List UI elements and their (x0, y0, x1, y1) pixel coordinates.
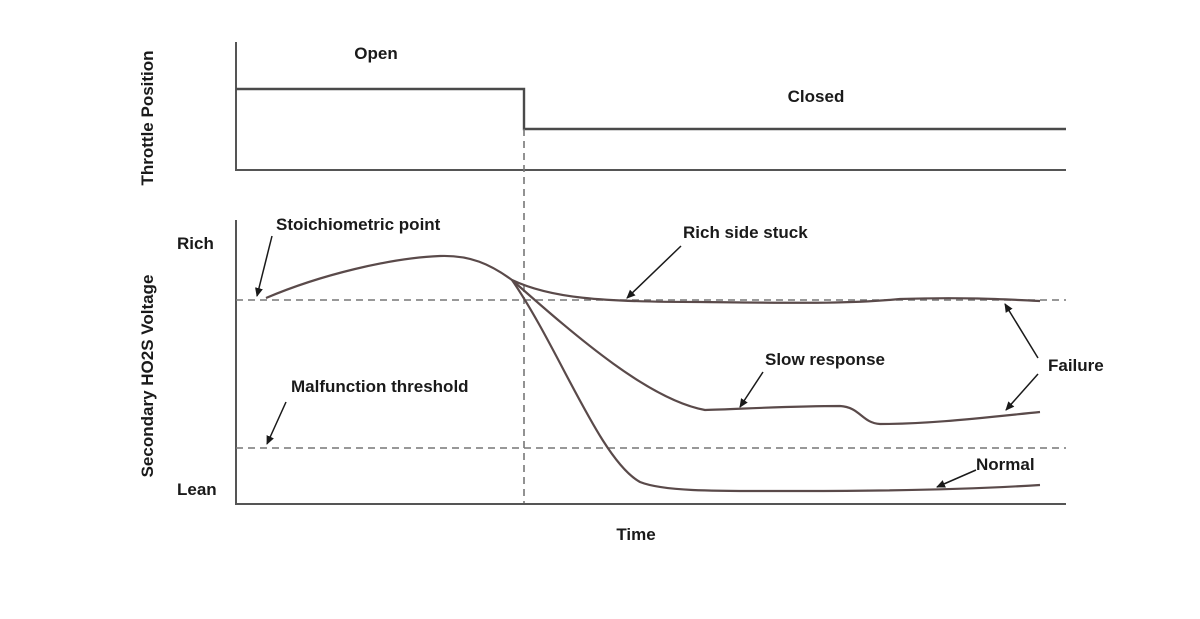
ho2s-axes (235, 220, 1066, 505)
ho2s-initial-curve (265, 254, 513, 300)
failure-arrow-lower (1005, 373, 1039, 411)
throttle-closed-label: Closed (788, 87, 845, 106)
throttle-y-axis-label: Throttle Position (138, 50, 157, 185)
failure-arrow-upper (1004, 303, 1039, 359)
malfunction-threshold-label: Malfunction threshold (291, 377, 469, 396)
rich-side-stuck-label: Rich side stuck (683, 223, 808, 242)
throttle-trace (236, 87, 1066, 131)
slow-response-curve (511, 279, 1041, 426)
ho2s-y-axis-label: Secondary HO2S Voltage (138, 275, 157, 478)
slow-response-arrow (739, 371, 764, 408)
slow-response-label: Slow response (765, 350, 885, 369)
throttle-axes (235, 42, 1066, 171)
normal-curve (511, 279, 1041, 493)
rich-label: Rich (177, 234, 214, 253)
lean-label: Lean (177, 480, 217, 499)
normal-arrow (936, 469, 977, 488)
throttle-open-label: Open (354, 44, 397, 63)
stoichiometric-point-arrow (255, 235, 273, 297)
rich-side-stuck-arrow (626, 245, 682, 299)
normal-label: Normal (976, 455, 1035, 474)
failure-label: Failure (1048, 356, 1104, 375)
rich-side-stuck-curve (511, 279, 1041, 304)
ho2s-panel: Secondary HO2S Voltage Rich Lean Time St… (138, 215, 1104, 544)
malfunction-threshold-arrow (266, 401, 287, 445)
throttle-panel: Throttle Position Open Closed (138, 42, 1066, 186)
stoichiometric-point-label: Stoichiometric point (276, 215, 441, 234)
time-axis-label: Time (616, 525, 655, 544)
